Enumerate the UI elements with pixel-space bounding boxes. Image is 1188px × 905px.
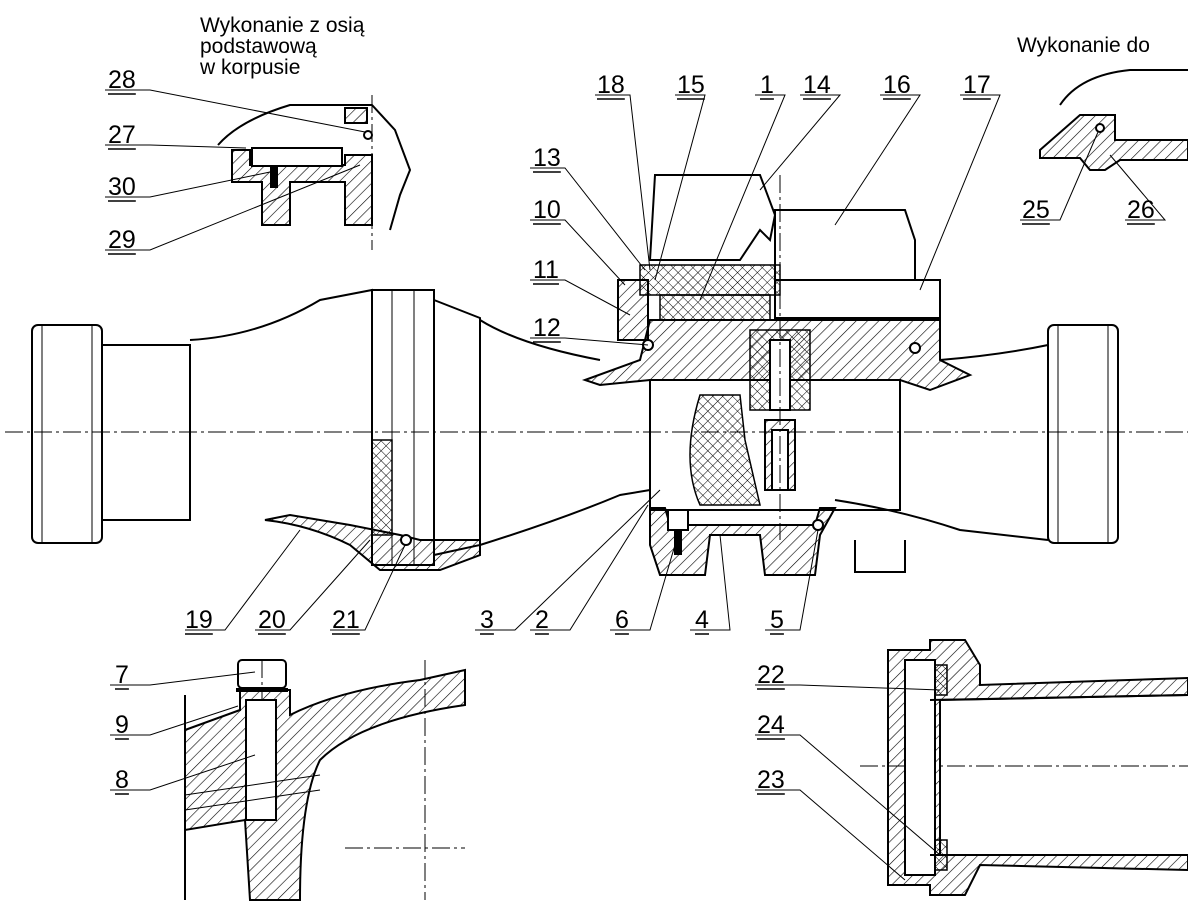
label-7: 7 [115, 661, 129, 689]
label-29: 29 [108, 226, 136, 254]
label-5: 5 [770, 606, 784, 634]
label-3: 3 [480, 606, 494, 634]
label-4: 4 [695, 606, 709, 634]
part-labels: 28 27 30 29 18 15 1 14 16 17 13 10 11 12… [108, 66, 1155, 795]
label-20: 20 [258, 606, 286, 634]
label-16: 16 [883, 71, 911, 99]
label-18: 18 [597, 71, 625, 99]
caption-top-right: Wykonanie do [1017, 34, 1150, 57]
label-13: 13 [533, 144, 561, 172]
label-10: 10 [533, 196, 561, 224]
label-30: 30 [108, 173, 136, 201]
detail-bottom-left [184, 659, 466, 901]
label-9: 9 [115, 711, 129, 739]
caption-top-left-line3: w korpusie [199, 56, 300, 79]
label-6: 6 [615, 606, 629, 634]
label-28: 28 [108, 66, 136, 94]
label-24: 24 [757, 711, 785, 739]
label-27: 27 [108, 121, 136, 149]
label-26: 26 [1127, 196, 1155, 224]
detail-top-right [1039, 69, 1188, 171]
caption-top-left-line2: podstawową [200, 35, 317, 58]
label-11: 11 [533, 256, 559, 284]
label-1: 1 [760, 71, 774, 99]
label-2: 2 [535, 606, 549, 634]
label-21: 21 [332, 606, 360, 634]
leader-lines [105, 89, 1167, 881]
main-assembly [5, 174, 1188, 576]
label-19: 19 [185, 606, 213, 634]
caption-top-left-line1: Wykonanie z osią [200, 14, 365, 37]
label-23: 23 [757, 766, 785, 794]
label-12: 12 [533, 314, 561, 342]
label-14: 14 [803, 71, 831, 99]
label-25: 25 [1022, 196, 1050, 224]
label-17: 17 [963, 71, 991, 99]
label-8: 8 [115, 766, 129, 794]
detail-top-left [217, 95, 412, 250]
label-22: 22 [757, 661, 785, 689]
label-15: 15 [677, 71, 705, 99]
detail-bottom-right [860, 639, 1188, 896]
